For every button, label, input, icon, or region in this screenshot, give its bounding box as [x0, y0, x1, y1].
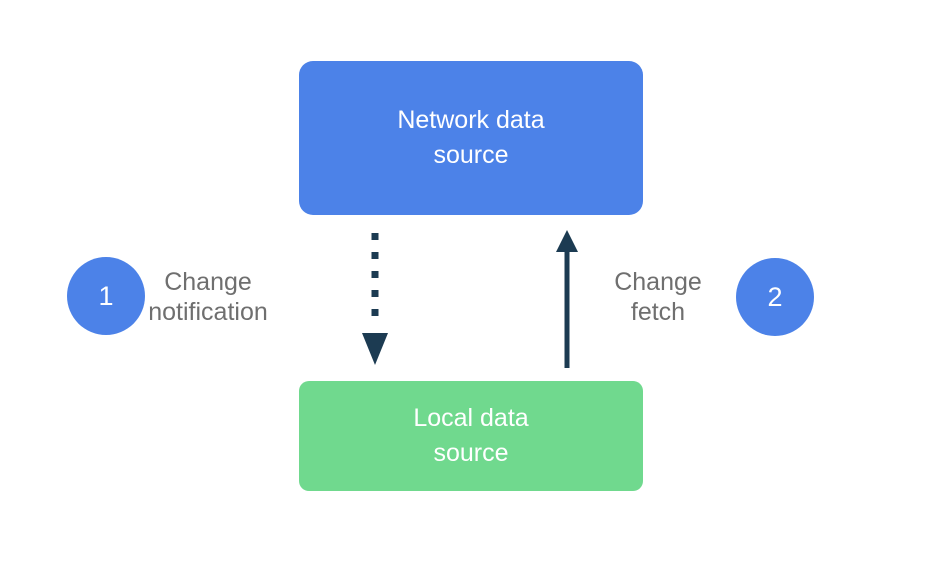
change-fetch-label: Change fetch: [538, 267, 778, 327]
network-data-source-label: Network data source: [397, 103, 544, 173]
network-data-source-box: Network data source: [299, 61, 643, 215]
change-notification-label: Change notification: [88, 267, 328, 327]
network-label-line2: source: [433, 141, 509, 169]
step-2-number: 2: [767, 281, 783, 312]
step-2-badge: 2: [736, 258, 814, 336]
local-label-line1: Local data: [413, 404, 529, 432]
change-notification-line1: Change: [164, 268, 252, 296]
step-1-number: 1: [98, 280, 114, 311]
local-data-source-label: Local data source: [413, 401, 528, 471]
local-data-source-box: Local data source: [299, 381, 643, 491]
change-notification-line2: notification: [148, 298, 268, 326]
change-fetch-line2: fetch: [630, 298, 686, 326]
network-label-line1: Network data: [397, 106, 545, 134]
change-fetch-line1: Change: [614, 268, 702, 296]
dotted-down-arrow-icon: [362, 233, 388, 365]
local-label-line2: source: [433, 439, 509, 467]
step-1-badge: 1: [67, 257, 145, 335]
solid-up-arrow-icon: [556, 230, 578, 368]
